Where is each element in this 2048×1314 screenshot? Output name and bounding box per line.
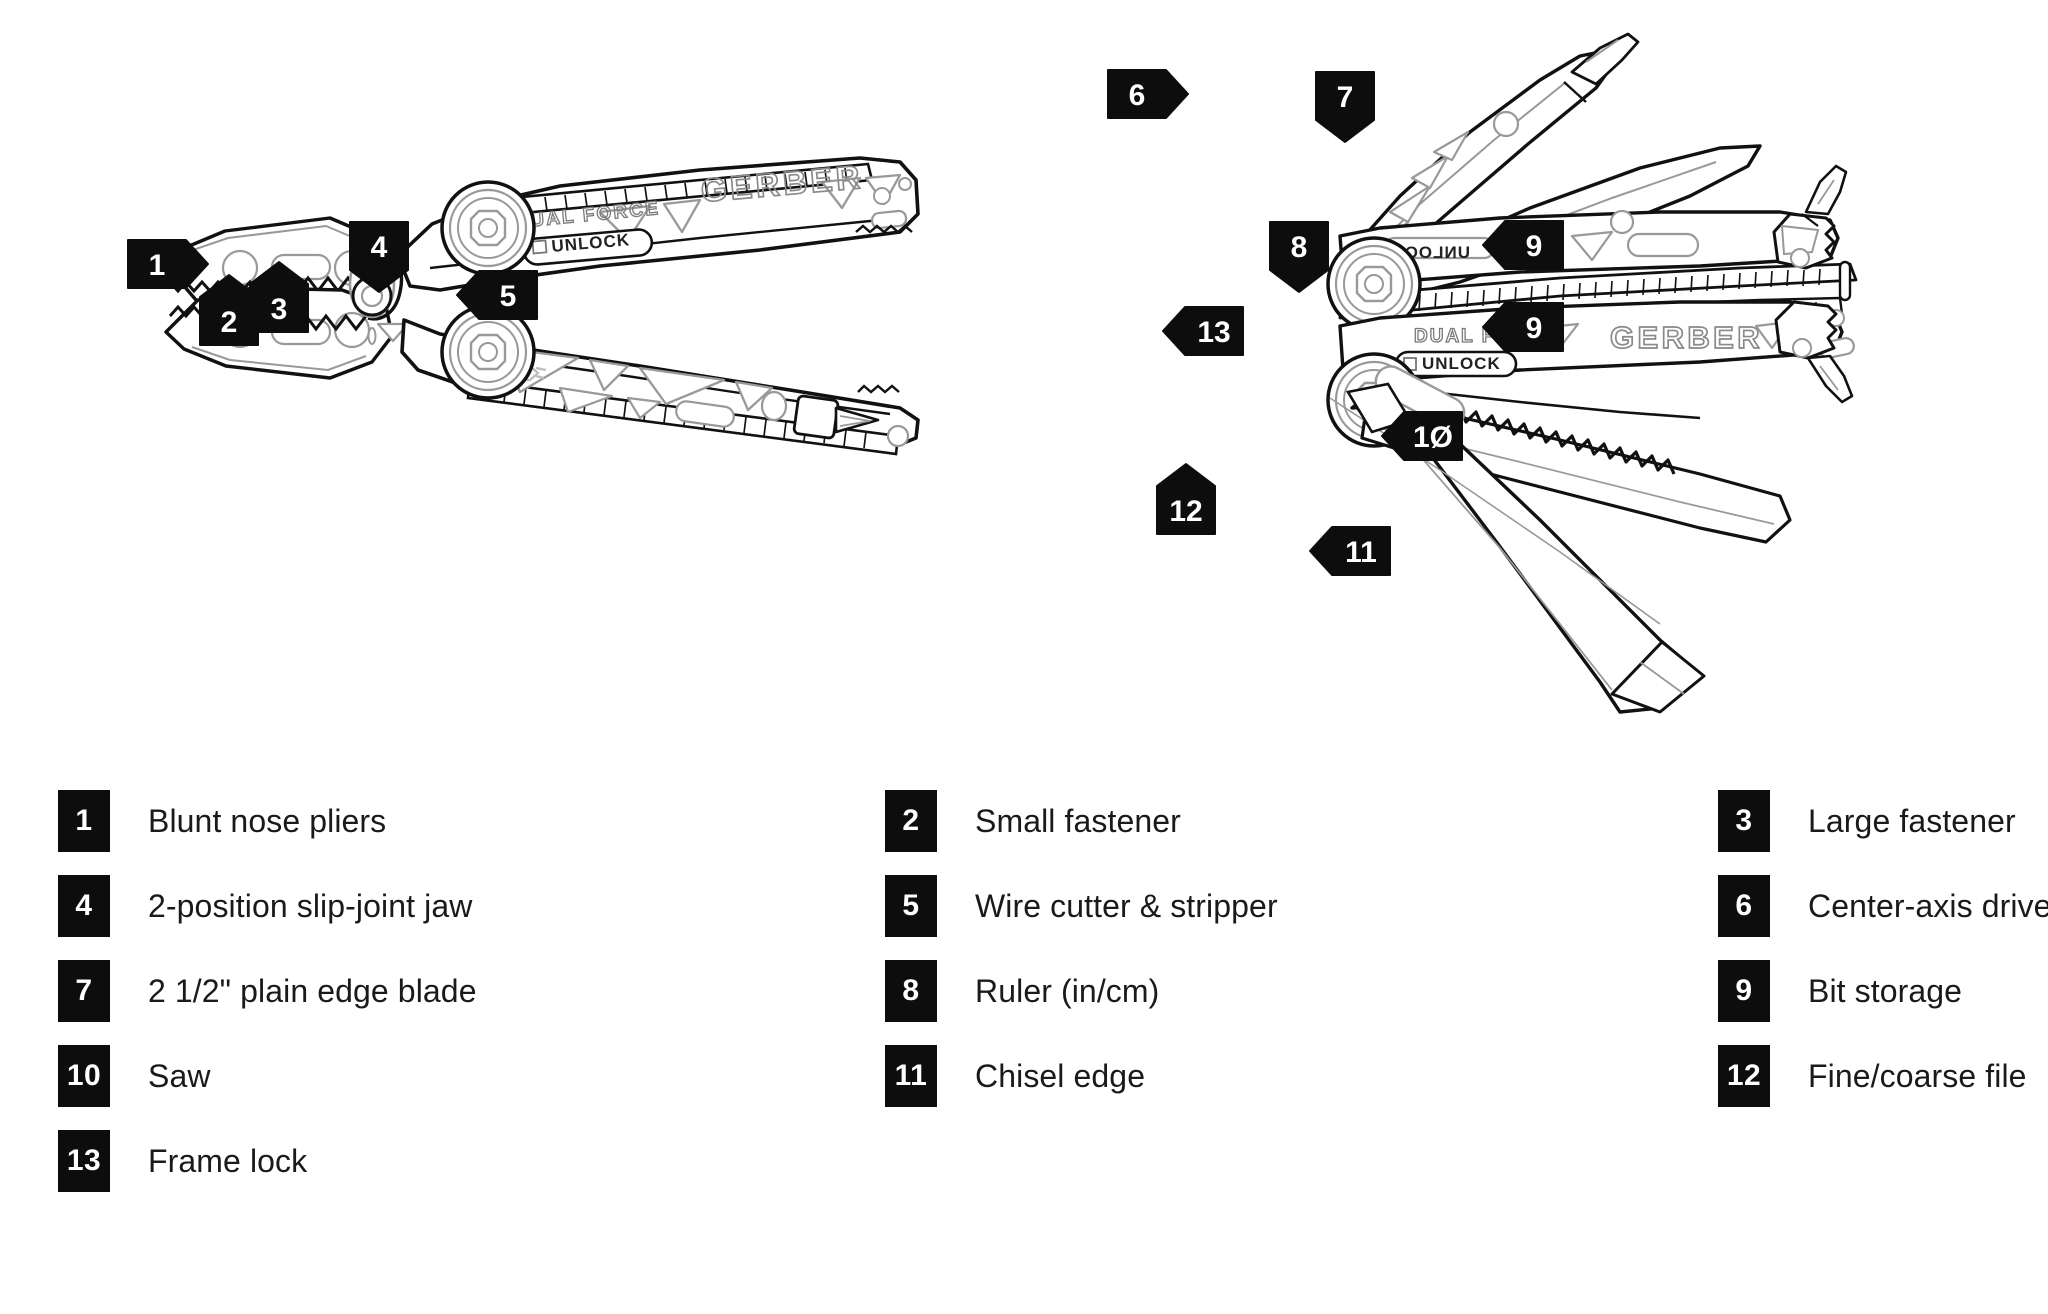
legend-item-13: 13 Frame lock [58,1130,307,1192]
legend-label: Large fastener [1808,803,2016,840]
callout-marker-11: 11 [1310,527,1390,575]
callout-number: 6 [1129,79,1146,112]
legend-badge: 12 [1718,1045,1770,1107]
legend-badge: 3 [1718,790,1770,852]
legend-item-5: 5 Wire cutter & stripper [885,875,1278,937]
callout-number: 3 [271,293,288,326]
legend-badge: 5 [885,875,937,937]
callout-number: 4 [371,231,388,264]
callout-number: 8 [1291,231,1308,264]
legend-item-2: 2 Small fastener [885,790,1181,852]
legend-item-6: 6 Center-axis driver [1718,875,2048,937]
legend-badge: 4 [58,875,110,937]
legend-item-9: 9 Bit storage [1718,960,1962,1022]
legend-badge: 13 [58,1130,110,1192]
legend-label: Ruler (in/cm) [975,973,1159,1010]
engraving-brand-right: GERBER [1610,320,1763,355]
callout-marker-7: 7 [1316,72,1374,142]
legend-label: 2-position slip-joint jaw [148,888,472,925]
callout-number: 1Ø [1413,421,1453,454]
legend-label: Center-axis driver [1808,888,2048,925]
callout-shape [1108,70,1188,118]
callout-number: 11 [1345,536,1377,569]
right-tool-closed-tools: UNLOCK DUAL FORCE GERBER [1328,34,1856,712]
callout-marker-13: 13 [1163,307,1243,355]
legend-badge: 9 [1718,960,1770,1022]
callout-number: 9 [1526,312,1543,345]
legend-label: Frame lock [148,1143,307,1180]
legend-badge: 11 [885,1045,937,1107]
callout-number: 1 [149,249,166,282]
legend-badge: 1 [58,790,110,852]
legend-item-3: 3 Large fastener [1718,790,2016,852]
legend-label: Saw [148,1058,211,1095]
legend-item-7: 7 2 1/2" plain edge blade [58,960,477,1022]
legend-label: Small fastener [975,803,1181,840]
legend-badge: 6 [1718,875,1770,937]
legend-item-8: 8 Ruler (in/cm) [885,960,1159,1022]
callout-number: 12 [1169,495,1202,528]
legend-badge: 10 [58,1045,110,1107]
legend-badge: 2 [885,790,937,852]
legend-label: Blunt nose pliers [148,803,386,840]
callout-marker-6: 6 [1108,70,1188,118]
callout-number: 9 [1526,230,1543,263]
legend-label: Bit storage [1808,973,1962,1010]
engraving-unlock-lower: UNLOCK [1422,354,1501,373]
callout-number: 5 [500,280,517,313]
pivot-upper [442,182,534,274]
legend-label: Fine/coarse file [1808,1058,2027,1095]
tool-diagram: DUAL FORCE GERBER UNLOCK [0,0,2048,760]
legend-item-1: 1 Blunt nose pliers [58,790,386,852]
callout-marker-12: 12 [1157,464,1215,534]
legend-item-11: 11 Chisel edge [885,1045,1145,1107]
legend-item-10: 10 Saw [58,1045,211,1107]
legend-badge: 7 [58,960,110,1022]
callout-number: 7 [1337,81,1354,114]
legend-label: Chisel edge [975,1058,1145,1095]
callout-number: 2 [221,306,238,339]
callout-number: 13 [1197,316,1230,349]
callout-marker-8: 8 [1270,222,1328,292]
legend-label: 2 1/2" plain edge blade [148,973,477,1010]
legend-list: 1 Blunt nose pliers 2 Small fastener 3 Large … [0,760,2048,1314]
legend-badge: 8 [885,960,937,1022]
legend-item-12: 12 Fine/coarse file [1718,1045,2027,1107]
legend-item-4: 4 2-position slip-joint jaw [58,875,472,937]
legend-label: Wire cutter & stripper [975,888,1278,925]
